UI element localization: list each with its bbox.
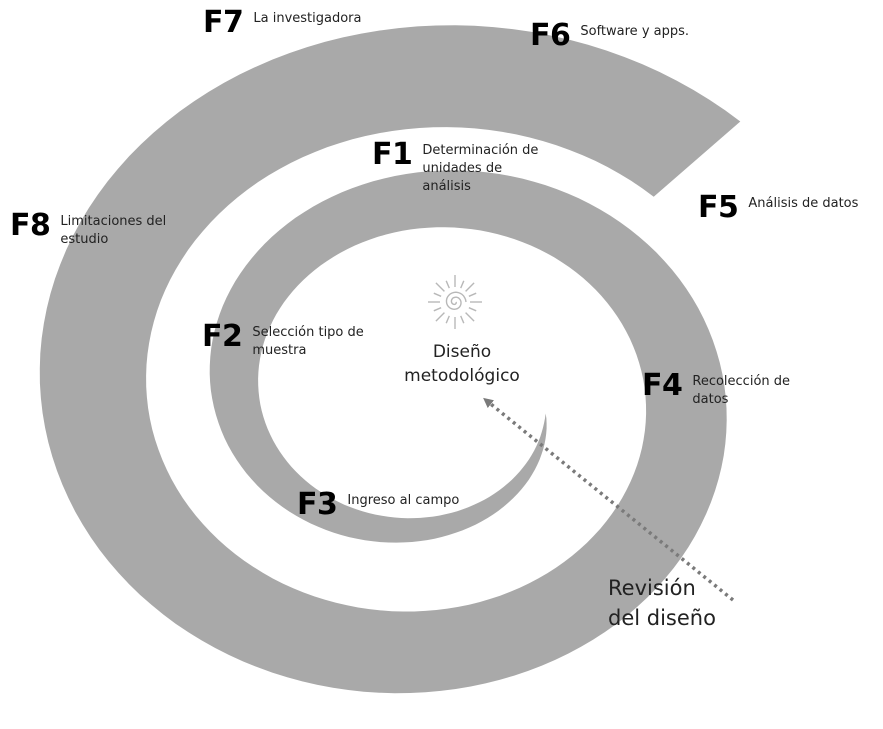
sun-ray xyxy=(460,315,465,324)
spiral-band xyxy=(39,25,741,694)
sun-swirl xyxy=(445,291,467,311)
phase-label: Limitaciones del estudio xyxy=(60,214,167,247)
phase-label: Recolección de datos xyxy=(692,374,791,407)
phase-label: Determinación de unidades de análisis xyxy=(422,143,539,194)
phase-label: La investigadora xyxy=(253,11,362,26)
phase-code: F2 xyxy=(202,319,243,354)
phase-label: Selección tipo de muestra xyxy=(252,325,364,358)
phase-f7: F7 La investigadora xyxy=(203,8,361,38)
phase-code: F6 xyxy=(530,18,571,53)
sun-ray xyxy=(433,307,442,312)
phase-code: F3 xyxy=(297,487,338,522)
phase-f6: F6 Software y apps. xyxy=(530,21,689,51)
phase-f8: F8 Limitaciones del estudio xyxy=(10,211,166,249)
review-label: Revisión del diseño xyxy=(608,576,716,630)
sun-ray xyxy=(445,280,450,289)
sun-ray xyxy=(465,282,475,292)
sun-ray xyxy=(445,315,450,324)
sun-ray xyxy=(433,292,442,297)
phase-code: F8 xyxy=(10,208,51,243)
phase-label: Ingreso al campo xyxy=(347,493,460,508)
phase-label: Software y apps. xyxy=(580,24,690,39)
phase-f3: F3 Ingreso al campo xyxy=(297,490,459,520)
sun-ray xyxy=(465,312,475,322)
sun-ray xyxy=(435,282,445,292)
phase-label: Análisis de datos xyxy=(748,196,859,211)
phase-f5: F5 Análisis de datos xyxy=(698,193,858,223)
phase-code: F4 xyxy=(642,368,683,403)
sun-ray xyxy=(435,312,445,322)
phase-code: F1 xyxy=(372,137,413,172)
phase-f1: F1 Determinación de unidades de análisis xyxy=(372,140,538,196)
center-title: Diseño metodológico xyxy=(404,342,520,386)
phase-f4: F4 Recolección de datos xyxy=(642,371,790,409)
sun-ray xyxy=(468,292,477,297)
sun-spiral-icon xyxy=(428,275,482,329)
phase-code: F5 xyxy=(698,190,739,225)
sun-ray xyxy=(468,307,477,312)
phase-f2: F2 Selección tipo de muestra xyxy=(202,322,364,360)
phase-code: F7 xyxy=(203,5,244,40)
sun-ray xyxy=(460,280,465,289)
